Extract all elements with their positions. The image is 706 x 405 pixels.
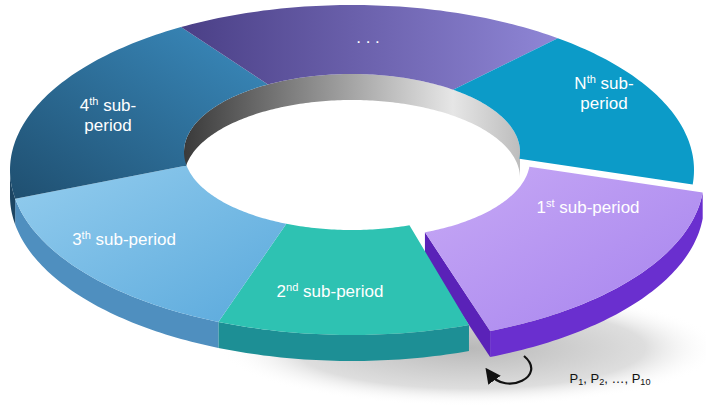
sector-label-holder: 4th sub-period (58, 96, 158, 137)
ring-sector: Nth sub-period (453, 38, 694, 185)
text-part: , …, P (604, 371, 640, 386)
sector-label: 4th sub-period (58, 96, 158, 137)
ordinal-suffix: st (546, 197, 555, 209)
ring-sector: . . . (180, 5, 558, 90)
sector-shape (453, 38, 694, 185)
outer-wall (218, 322, 469, 361)
sector-label: 2nd sub-period (277, 282, 384, 302)
sector-shape (15, 165, 287, 322)
ring-sector: 1st sub-period (424, 166, 703, 331)
ring-sector: 4th sub-period (10, 27, 268, 199)
ordinal-number: 4 (80, 96, 89, 115)
rotation-arrow (490, 356, 531, 384)
sector-label: . . . (356, 28, 380, 48)
ring-sector: 2nd sub-period (218, 223, 469, 335)
ordinal-number: N (574, 74, 586, 93)
sector-shape (10, 27, 268, 199)
sector-shape (180, 5, 558, 90)
outer-wall (10, 170, 15, 225)
text-rest: sub-period (298, 282, 383, 301)
sector-end-face (425, 232, 490, 357)
sector-label-holder: 3th sub-period (72, 230, 176, 250)
ordinal-suffix: th (82, 229, 91, 241)
process-list-label: P1, P2, …, P10 (570, 371, 651, 386)
ordinal-number: 1 (536, 198, 545, 217)
ordinal-suffix: th (587, 73, 596, 85)
sector-top (218, 224, 469, 335)
ordinal-number: 3 (72, 230, 81, 249)
index-subscript: 10 (640, 377, 650, 387)
sector-shape (218, 223, 469, 335)
text-rest: sub-period (555, 198, 640, 217)
sector-label: Nth sub-period (554, 74, 654, 115)
sector-label: 1st sub-period (536, 198, 639, 218)
sector-top (15, 166, 286, 322)
inner-wall (184, 74, 520, 178)
text-part: P (570, 371, 579, 386)
index-subscript: 2 (599, 377, 604, 387)
text-rest: sub-period (91, 230, 176, 249)
sector-label-holder: . . . (356, 28, 380, 48)
index-subscript: 1 (578, 377, 583, 387)
ring-walls (10, 74, 703, 361)
sector-label-holder: 2nd sub-period (277, 282, 384, 302)
ordinal-suffix: nd (286, 281, 298, 293)
sector-top (10, 27, 268, 199)
ring-sector: 3th sub-period (15, 165, 287, 322)
ordinal-number: 2 (277, 282, 286, 301)
text-part: , P (583, 371, 599, 386)
sector-label: 3th sub-period (72, 230, 176, 250)
text-rest: sub-period (580, 74, 633, 113)
sector-top (181, 5, 558, 90)
text-rest: sub-period (84, 96, 136, 135)
outer-wall (15, 199, 218, 348)
outer-wall (490, 192, 703, 357)
sector-label-holder: 1st sub-period (536, 198, 639, 218)
sector-shape (424, 166, 703, 331)
ordinal-suffix: th (89, 95, 98, 107)
sector-top (453, 38, 694, 184)
sector-top (425, 167, 703, 331)
sector-label-holder: Nth sub-period (554, 74, 654, 115)
